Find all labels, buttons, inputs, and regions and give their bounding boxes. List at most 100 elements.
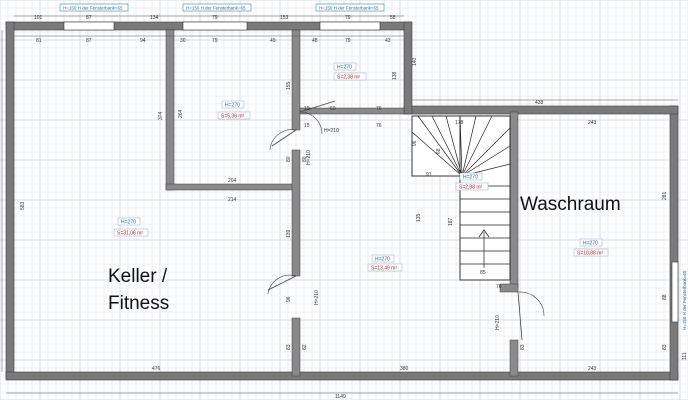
stair-step: [431, 115, 463, 177]
corridor-height: H=270: [375, 257, 390, 263]
dim-in-49: 49: [270, 38, 276, 44]
dim-140: 140: [412, 57, 418, 66]
window-4: [671, 261, 679, 323]
door-leaf-4: [517, 291, 523, 341]
dim-bottom-476: 476: [152, 366, 161, 372]
wall-keller-right-upper: [165, 29, 175, 191]
wall-bottom: [5, 371, 679, 381]
dim-waschraum-top: 243: [588, 120, 597, 126]
wall-waschraum-notch: [499, 283, 519, 293]
dimension-lines: [1, 15, 678, 394]
staircase: [411, 115, 511, 281]
dim-187: 187: [448, 217, 454, 226]
dim-in-79: 79: [212, 38, 218, 44]
waschraum-area: S=10,88 m²: [577, 251, 603, 257]
door-arc-4: [517, 291, 545, 317]
door-leaf-3: [267, 275, 297, 291]
room-labels: H=270 S=31,06 m² H=270 S=5,36 m² H=270 S…: [113, 62, 609, 272]
wall-waschraum-left-upper: [509, 111, 519, 289]
dim-top-134: 134: [150, 15, 159, 21]
room-small-left-area: S=5,36 m²: [221, 114, 245, 120]
wall-mid-2: [291, 149, 301, 277]
room-small-right-area: S=2,38 m²: [337, 75, 361, 81]
wall-mid-3: [291, 317, 301, 377]
dim-96: 96: [412, 140, 418, 146]
dim-76a: 76: [376, 106, 382, 112]
dim-top-153: 153: [280, 15, 289, 21]
stair-step: [445, 115, 463, 177]
doors: [267, 100, 545, 341]
dim-in-43: 43: [385, 38, 391, 44]
dim-88: 88: [662, 294, 668, 300]
windows: [63, 21, 679, 323]
window-2: [182, 21, 248, 31]
waschraum-name: Waschraum: [520, 194, 621, 215]
stair-area: S=2,88 m²: [459, 185, 483, 191]
dim-281: 281: [662, 191, 668, 200]
room-small-left-height: H=270: [225, 103, 240, 109]
keller-name-line2: Fitness: [108, 293, 169, 314]
dimension-texts: 101 87 134 79 153 79 58 81 87 94 30 79 4…: [20, 15, 688, 400]
wall-left: [5, 21, 15, 379]
stair-step: [461, 145, 511, 177]
window-3: [319, 21, 381, 31]
stair-step: [459, 115, 463, 177]
stair-height: H=270: [463, 175, 478, 181]
dim-60: 60: [330, 106, 336, 112]
keller-name-line1: Keller /: [108, 266, 168, 287]
wall-top-right: [403, 105, 679, 115]
wall-right: [669, 105, 679, 381]
dim-80b: 80: [302, 156, 308, 162]
dim-155: 155: [286, 81, 292, 90]
dim-82: 82: [302, 344, 308, 350]
dim-264: 264: [178, 109, 184, 118]
stair-arrow-head: [478, 229, 490, 238]
window-label-2: H=150 H der Fensterbank=65: [186, 6, 246, 11]
dim-139: 139: [286, 229, 292, 238]
stair-step: [417, 115, 463, 177]
wall-waschraum-left-lower: [509, 339, 519, 377]
window-1: [63, 21, 115, 31]
keller-height: H=270: [121, 220, 136, 226]
dim-214: 214: [228, 197, 237, 203]
dim-85: 85: [480, 270, 486, 276]
dim-111: 111: [682, 352, 688, 360]
inner-walls: [165, 29, 519, 377]
dim-top-101: 101: [34, 15, 43, 21]
dim-178: 178: [455, 120, 464, 126]
dim-80a: 80: [286, 156, 292, 162]
dim-83b: 83: [520, 344, 526, 350]
stair-step: [461, 115, 477, 177]
wall-step: [403, 21, 413, 115]
dim-top-58: 58: [390, 15, 396, 21]
door-arc-2: [269, 129, 297, 151]
dim-in-30: 30: [180, 38, 186, 44]
dim-left-height: 583: [20, 201, 26, 210]
wall-small-right-bottom: [299, 107, 405, 115]
dim-15: 15: [304, 123, 310, 129]
dim-in-81: 81: [36, 38, 42, 44]
room-names: Keller / Fitness Waschraum: [108, 194, 621, 314]
stair-step: [411, 131, 463, 177]
dim-right-top: 438: [535, 100, 544, 106]
dim-bottom-243: 243: [588, 366, 597, 372]
dim-76c: 76: [496, 284, 502, 290]
dim-top-79: 79: [212, 15, 218, 21]
stair-step: [461, 115, 493, 177]
dim-68: 68: [436, 148, 442, 154]
dim-top-79b: 79: [345, 15, 351, 21]
door-height-label-3: H=210: [314, 290, 320, 305]
door-height-label-2: H=210: [324, 128, 339, 134]
dim-keller-inner: 374: [158, 111, 164, 120]
dim-83c: 83: [662, 344, 668, 350]
door-leaf-2: [271, 129, 297, 147]
stair-steps: [411, 115, 511, 265]
dim-76b: 76: [376, 123, 382, 129]
dim-total-bottom: 1149: [335, 394, 346, 400]
dim-in-87: 87: [86, 38, 92, 44]
dim-91: 91: [426, 172, 432, 178]
corridor-area: S=13,49 m²: [371, 266, 397, 272]
dim-in-48: 48: [312, 38, 318, 44]
dim-204: 204: [228, 178, 237, 184]
door-height-label-4: H=210: [495, 315, 501, 330]
